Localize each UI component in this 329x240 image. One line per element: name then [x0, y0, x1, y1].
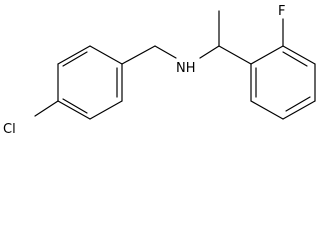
ch-ring-bond: [218, 45, 252, 65]
c-cl-bond: [34, 100, 59, 117]
ring-bond: [57, 100, 91, 120]
ring-ch2-bond: [121, 45, 156, 65]
ring-bond: [282, 45, 316, 65]
ch2-n-bond: [154, 45, 177, 59]
fluorophenyl-ring: [250, 45, 316, 120]
ring-bond: [282, 100, 316, 120]
ring-bond: [250, 45, 284, 65]
ring-bond: [57, 45, 91, 65]
ring-bond: [89, 45, 123, 65]
nh-label: NH: [176, 61, 196, 76]
ring-bond: [89, 100, 123, 120]
ring-double-bond: [62, 51, 88, 67]
chlorophenyl-ring: [57, 45, 123, 120]
ring-bond: [250, 100, 284, 120]
structure-diagram: Cl NH F: [3, 4, 316, 137]
ring-double-bond: [62, 98, 88, 114]
chlorine-label: Cl: [3, 122, 16, 137]
ring-double-bond: [285, 96, 311, 112]
n-ch-bond: [199, 45, 220, 59]
ring-double-bond: [282, 51, 308, 67]
molecule-drawing: Cl NH F: [3, 4, 316, 137]
fluorine-label: F: [278, 4, 285, 19]
